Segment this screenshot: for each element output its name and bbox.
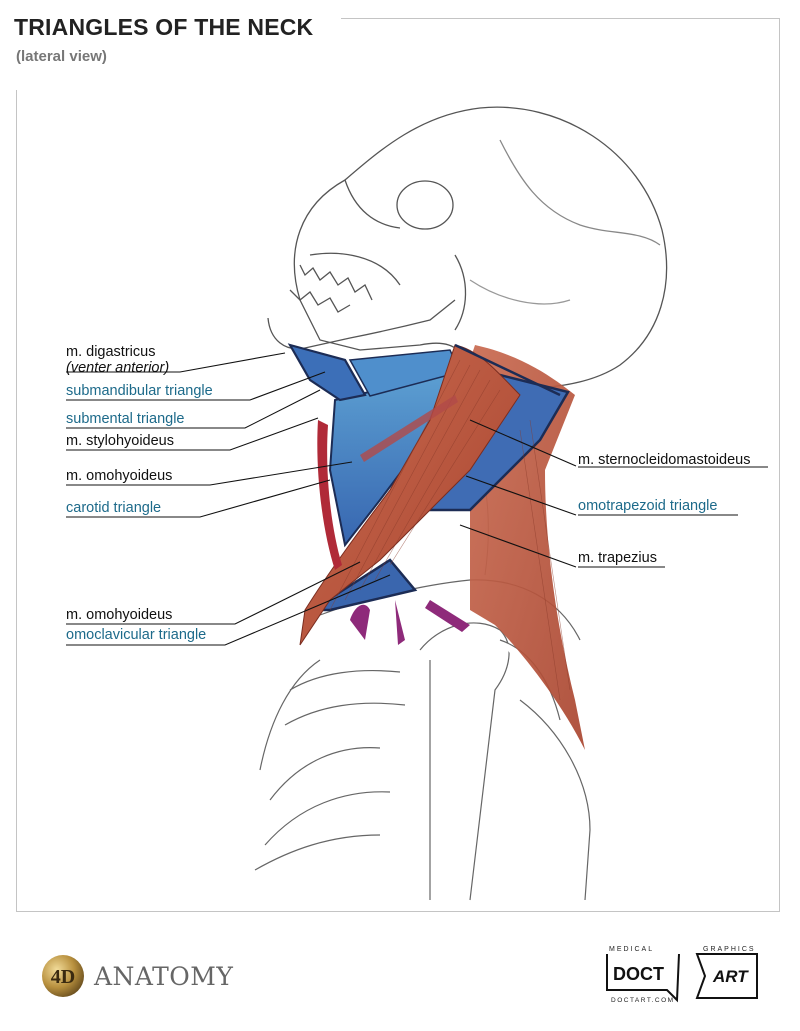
doct-url: DOCTART.COM bbox=[611, 997, 675, 1004]
label-m-omohyoideus-lower: m. omohyoideus bbox=[66, 607, 173, 623]
label-omotrapezoid-triangle: omotrapezoid triangle bbox=[578, 498, 718, 514]
4d-logo-icon: 4D bbox=[42, 955, 84, 997]
label-omoclavicular-triangle: omoclavicular triangle bbox=[66, 627, 207, 643]
stylohyoid-muscle bbox=[317, 420, 342, 570]
vessels bbox=[350, 600, 470, 645]
muscle-fibers bbox=[329, 359, 571, 701]
label-m-trapezius: m. trapezius bbox=[578, 550, 657, 566]
label-m-digastricus: m. digastricus bbox=[66, 344, 156, 360]
svg-text:4D: 4D bbox=[51, 966, 75, 988]
brand-name: ANATOMY bbox=[94, 961, 234, 991]
label-m-stylohyoideus: m. stylohyoideus bbox=[66, 433, 174, 449]
page-subtitle: (lateral view) bbox=[16, 48, 107, 65]
label-venter-anterior: (venter anterior) bbox=[66, 360, 170, 376]
art-word: ART bbox=[712, 967, 749, 986]
submandibular-triangle bbox=[287, 343, 367, 402]
thorax bbox=[254, 579, 591, 901]
skull bbox=[267, 106, 668, 389]
sternocleidomastoid-muscle bbox=[299, 344, 521, 646]
label-submental-triangle: submental triangle bbox=[66, 411, 185, 427]
brand-4d-anatomy: 4D ANATOMY bbox=[40, 954, 233, 998]
label-submandibular-triangle: submandibular triangle bbox=[66, 383, 213, 399]
doctart-logo: MEDICAL DOCT DOCTART.COM GRAPHICS ART bbox=[605, 944, 765, 1006]
omohyoid-muscle bbox=[360, 395, 458, 462]
doct-top-label: MEDICAL bbox=[609, 946, 654, 953]
art-top-label: GRAPHICS bbox=[703, 946, 756, 953]
label-carotid-triangle: carotid triangle bbox=[66, 500, 162, 516]
doct-word: DOCT bbox=[613, 964, 664, 984]
label-m-sternocleidomastoideus: m. sternocleidomastoideus bbox=[578, 452, 751, 468]
label-m-omohyoideus-upper: m. omohyoideus bbox=[66, 468, 173, 484]
page-title: TRIANGLES OF THE NECK bbox=[14, 14, 314, 40]
